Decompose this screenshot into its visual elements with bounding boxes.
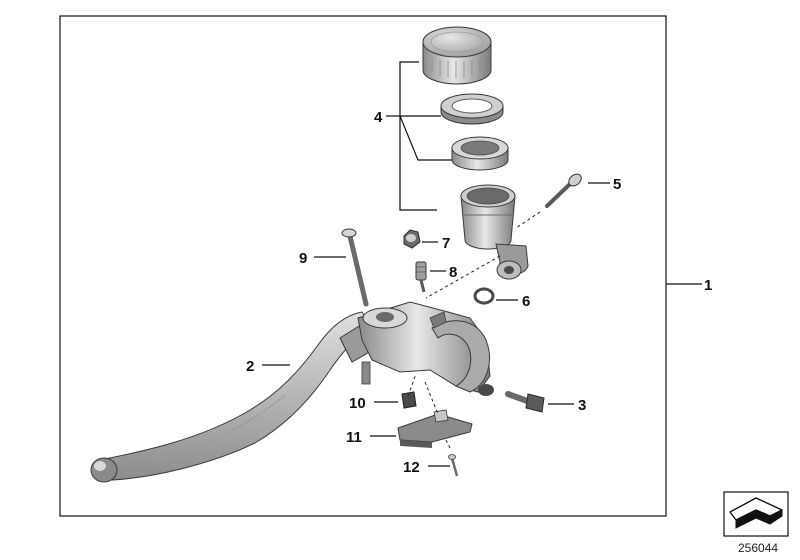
reservoir-body[interactable] [460, 184, 529, 280]
master-cylinder-body[interactable] [357, 301, 494, 396]
reservoir-cap[interactable] [422, 26, 492, 85]
callout-5: 5 [613, 176, 621, 193]
view-direction-icon [729, 497, 783, 529]
callout-3: 3 [578, 397, 586, 414]
callout-7: 7 [442, 235, 450, 252]
callout-8: 8 [449, 264, 457, 281]
callout-12: 12 [403, 459, 420, 476]
orientation-box [723, 491, 789, 537]
rubber-plug[interactable] [401, 391, 417, 409]
callout-4: 4 [374, 109, 383, 126]
o-ring[interactable] [473, 287, 495, 305]
diagram-number: 256044 [738, 541, 778, 555]
diagram-frame [59, 15, 667, 517]
brake-lever[interactable] [90, 311, 381, 483]
small-screw[interactable] [448, 454, 459, 477]
callout-11: 11 [346, 429, 362, 446]
callout-2: 2 [246, 358, 254, 375]
leader-lines [262, 61, 702, 467]
reservoir-diaphragm[interactable] [451, 136, 509, 171]
screw-top-right[interactable] [545, 172, 584, 208]
callout-9: 9 [299, 250, 307, 267]
pivot-bolt[interactable] [341, 228, 369, 307]
clamp-bolt[interactable] [505, 391, 545, 413]
brake-light-switch[interactable] [397, 409, 473, 448]
bleed-cap[interactable] [403, 229, 421, 249]
callout-10: 10 [349, 395, 366, 412]
callout-1: 1 [704, 277, 712, 294]
bleed-valve[interactable] [415, 261, 427, 293]
callout-6: 6 [522, 293, 530, 310]
assembly-lines [407, 211, 541, 449]
retaining-ring[interactable] [440, 93, 504, 125]
